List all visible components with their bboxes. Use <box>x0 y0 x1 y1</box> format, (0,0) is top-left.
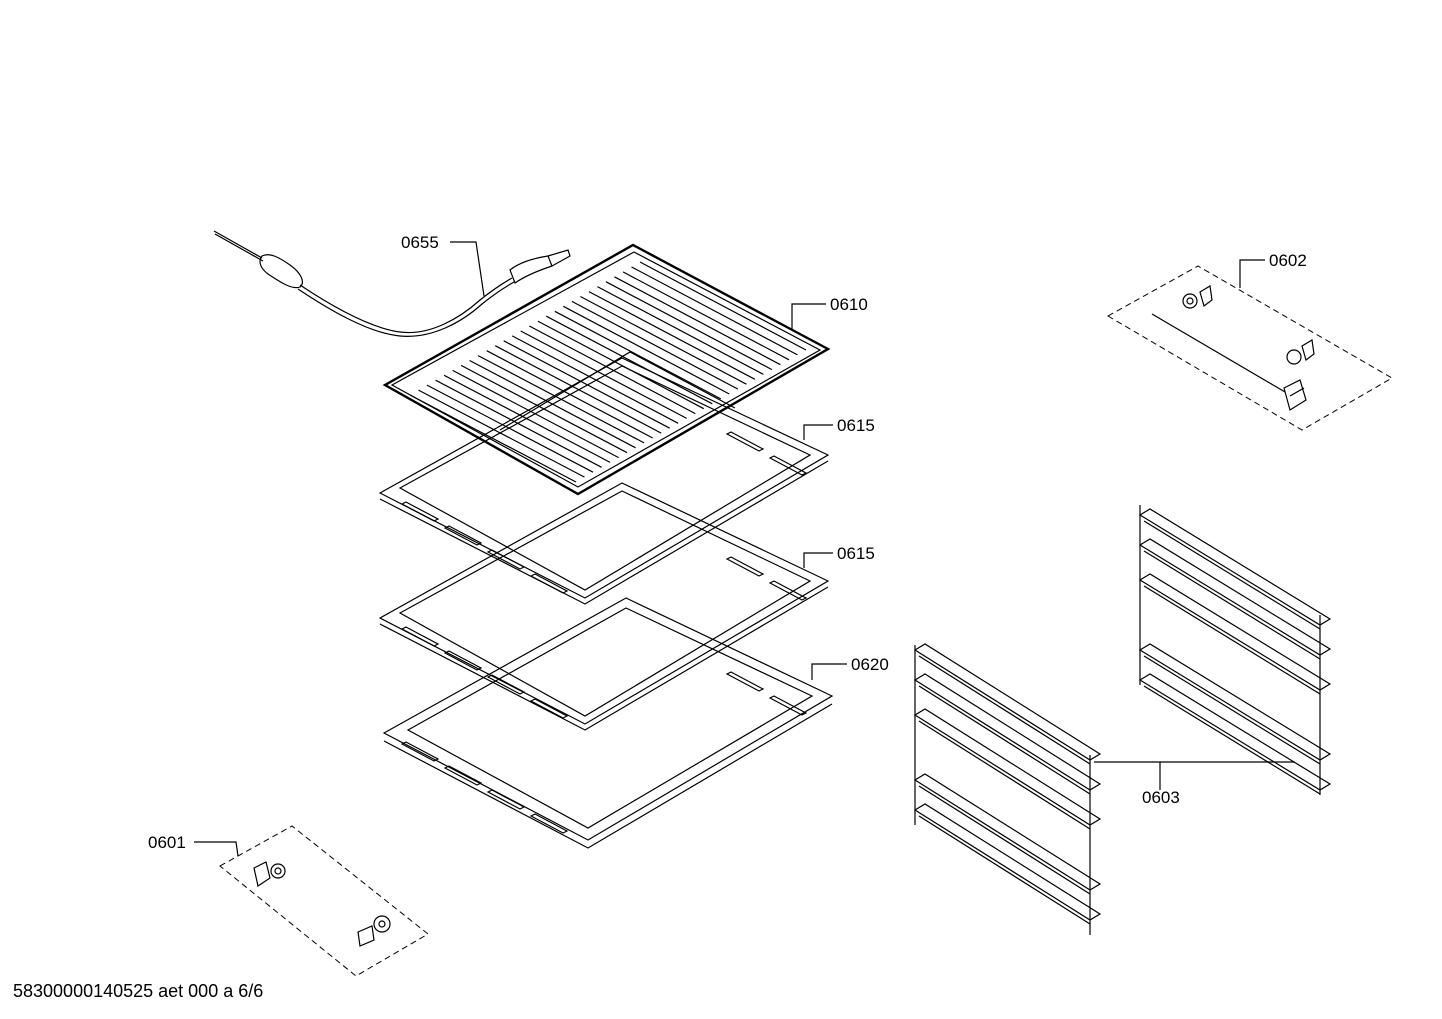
document-code: 58300000140525 aet 000 a 6/6 <box>13 981 264 1001</box>
support-rung <box>913 673 1102 791</box>
part-label-0603: 0603 <box>1142 788 1180 807</box>
rack-bar <box>597 286 764 375</box>
tray-slot <box>486 549 526 570</box>
tray-slot <box>529 698 569 719</box>
rack-bar <box>554 310 722 400</box>
rack-bar <box>443 374 611 463</box>
part-label-0655: 0655 <box>401 233 439 252</box>
tray-slot <box>400 741 440 762</box>
tray-slot <box>529 813 569 834</box>
rack-bar <box>614 276 781 366</box>
rack-bar <box>511 335 679 424</box>
part-label-0615-lower: 0615 <box>837 544 875 563</box>
support-rung <box>918 815 1091 925</box>
rack-bar <box>409 394 577 483</box>
tray-slot <box>725 431 765 452</box>
rack-bar <box>435 379 602 468</box>
support-rung <box>1138 538 1332 656</box>
rack-bar <box>571 300 739 390</box>
deep-tray-part <box>382 597 834 849</box>
fixing-kit-right-part <box>1106 265 1393 431</box>
rack-bar <box>529 325 696 415</box>
support-rung <box>1143 520 1321 630</box>
tray-slot <box>400 626 440 647</box>
rack-bar <box>426 384 594 473</box>
part-label-0610: 0610 <box>830 295 868 314</box>
tray-slot <box>768 580 808 601</box>
support-rung <box>1143 655 1321 765</box>
support-rung <box>1138 643 1332 761</box>
tray-slot <box>443 765 483 786</box>
wire-rack-part <box>382 243 831 496</box>
rack-bar <box>605 281 773 371</box>
rack-bar <box>418 389 585 478</box>
tray-slot <box>768 455 808 476</box>
support-rung <box>918 720 1091 830</box>
tray-slot <box>486 789 526 810</box>
part-label-0620: 0620 <box>851 655 889 674</box>
support-rung <box>1138 673 1332 791</box>
rack-bar <box>503 340 670 429</box>
rack-bar <box>563 305 730 395</box>
shelf-support-left-part <box>913 643 1102 935</box>
support-rung <box>913 803 1102 921</box>
part-label-0601: 0601 <box>148 833 186 852</box>
support-rung <box>913 708 1102 826</box>
baking-tray-upper-part <box>378 357 830 605</box>
tray-slot <box>400 501 440 522</box>
part-label-0615-upper: 0615 <box>837 416 875 435</box>
rack-bar <box>580 295 747 385</box>
tray-slot <box>725 556 765 577</box>
shelf-support-right-part <box>1138 505 1332 795</box>
tray-slot <box>486 674 526 695</box>
rack-bar <box>631 266 798 356</box>
support-rung <box>1138 508 1332 626</box>
support-rung <box>918 785 1091 895</box>
tray-slot <box>725 671 765 692</box>
support-rung <box>1143 550 1321 660</box>
support-rung <box>918 655 1091 765</box>
baking-tray-lower-part <box>378 482 830 731</box>
tray-slot <box>443 525 483 546</box>
tray-slot <box>529 573 569 594</box>
rack-bar <box>588 291 756 380</box>
leader-lines <box>194 241 1295 857</box>
support-rung <box>918 685 1091 795</box>
support-rung <box>913 643 1102 761</box>
fixing-kit-left-part <box>219 825 429 977</box>
tray-slot <box>443 650 483 671</box>
rack-bar <box>537 320 705 410</box>
rack-bar <box>622 271 790 361</box>
support-rung <box>1143 685 1321 795</box>
rack-bar <box>546 315 713 405</box>
rack-bar <box>639 261 807 351</box>
support-rung <box>1138 573 1332 691</box>
tray-slot <box>768 695 808 716</box>
support-rung <box>1143 585 1321 695</box>
meat-probe-part <box>213 230 571 337</box>
support-rung <box>913 773 1102 891</box>
part-label-0602: 0602 <box>1269 251 1307 270</box>
rack-bar <box>520 330 687 419</box>
